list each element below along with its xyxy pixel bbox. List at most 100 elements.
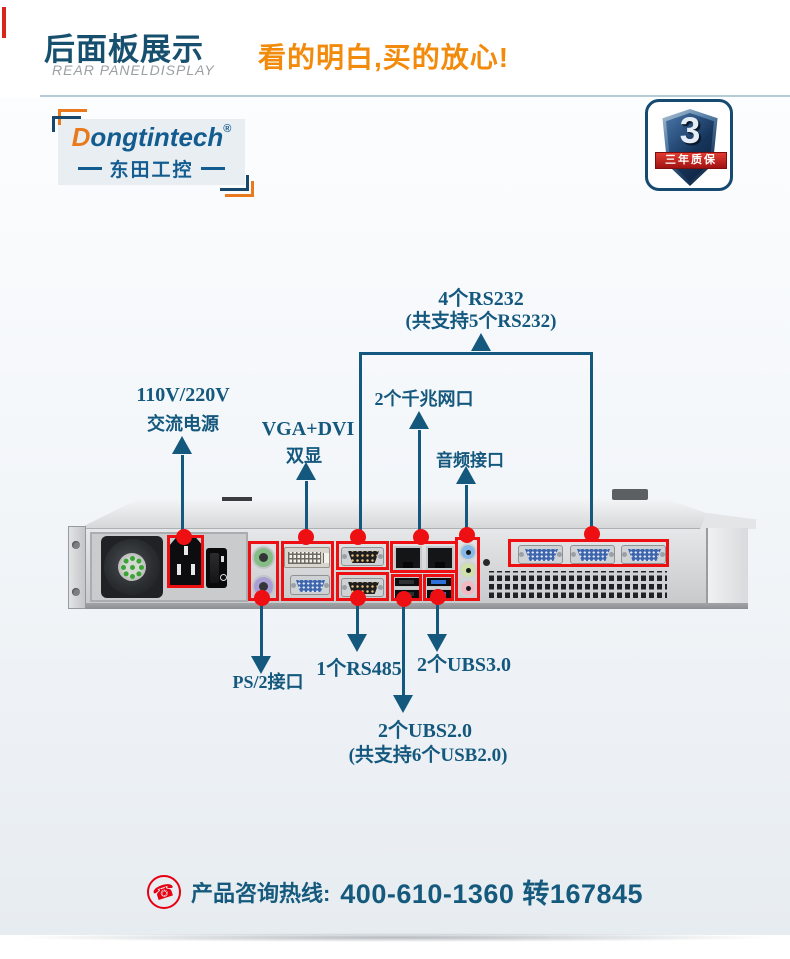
audio-line <box>465 485 468 536</box>
chassis-handle <box>612 489 648 500</box>
brand-chinese-text: 东田工控 <box>109 160 194 181</box>
callout-usb2-line2: (共支持6个USB2.0) <box>348 745 508 766</box>
warranty-ribbon: 三年质保 <box>655 152 727 169</box>
highlight-dot-rs485 <box>350 590 366 606</box>
callout-rs232-line2: (共支持5个RS232) <box>405 311 557 332</box>
audio-jack-lineout <box>459 561 477 579</box>
rs232-port-c <box>621 545 666 564</box>
usb2-line <box>402 604 405 696</box>
serial-insert <box>628 549 661 561</box>
audio-jack-mic <box>459 579 477 597</box>
screw <box>72 588 80 596</box>
callout-lan: 2个千兆网口 <box>374 389 474 409</box>
arrow-up-icon <box>172 436 192 454</box>
bracket-line <box>359 352 593 355</box>
highlight-dot-ps2 <box>254 590 270 606</box>
page-title: 后面板展示 <box>44 32 204 67</box>
screw <box>291 582 296 588</box>
corner-accent-bar <box>2 7 6 38</box>
ps2-pinhole <box>259 582 268 591</box>
jack-hole <box>465 567 471 573</box>
display-line <box>305 481 308 538</box>
chassis-tab <box>222 497 252 501</box>
callout-rs485: 1个RS485 <box>316 658 402 680</box>
screw <box>622 552 627 557</box>
warranty-years: 3 <box>679 110 701 151</box>
bracket-line-right <box>590 352 593 534</box>
highlight-dot-audio <box>459 527 475 543</box>
highlight-dot-display <box>298 529 314 545</box>
serial-insert <box>577 549 610 561</box>
vent-grid <box>489 571 667 598</box>
brand-initial: D <box>71 122 91 152</box>
chassis-top <box>80 497 748 528</box>
header-divider <box>40 95 790 97</box>
lan-port-1 <box>394 546 422 570</box>
rj45-notch <box>435 562 445 568</box>
callout-display-line2: 双显 <box>286 446 322 466</box>
highlight-dot-serial-group <box>584 526 600 542</box>
ac-pin <box>191 564 195 575</box>
callout-power-line2: 交流电源 <box>147 414 219 434</box>
ac-pin <box>184 546 188 555</box>
panel-hole <box>483 559 490 566</box>
brand-wordmark: Dongtintech® <box>58 122 245 153</box>
psu-fan <box>101 536 163 598</box>
rs232-insert <box>348 551 379 563</box>
arrow-down-icon <box>347 634 367 652</box>
vga-port <box>290 575 330 595</box>
bracket-icon <box>220 175 249 191</box>
rj45-notch <box>403 562 413 568</box>
ac-power-inlet <box>170 538 202 586</box>
arrow-down-icon <box>427 634 447 652</box>
warranty-badge: 3 三年质保 <box>645 99 733 191</box>
callout-usb3: 2个UBS3.0 <box>417 654 511 676</box>
ps2-keyboard-port <box>252 546 275 569</box>
ac-pin <box>177 564 181 575</box>
screw <box>557 552 562 557</box>
arrow-up-icon <box>471 333 491 351</box>
serial-insert <box>525 549 558 561</box>
callout-audio: 音频接口 <box>436 451 504 470</box>
panel-edge <box>706 528 708 603</box>
highlight-dot-rs232 <box>350 529 366 545</box>
screw <box>378 585 383 590</box>
screw <box>519 552 524 557</box>
screw <box>660 552 665 557</box>
power-line <box>181 455 184 540</box>
fan-green-dots <box>129 564 135 570</box>
rs232-port-b <box>570 545 615 564</box>
callout-ps2: PS/2接口 <box>232 672 304 692</box>
chassis-bottom-edge <box>78 603 748 609</box>
screw <box>342 554 347 559</box>
screw <box>342 585 347 590</box>
dvi-port <box>284 547 330 568</box>
lan-port-2 <box>426 546 454 570</box>
highlight-dot-usb2 <box>396 591 412 607</box>
arrow-down-icon <box>393 695 413 713</box>
brand-chinese: 东田工控 <box>58 155 245 182</box>
lan-line <box>418 430 421 538</box>
arrow-down-icon <box>251 656 271 674</box>
hotline-bar: ☎ 产品咨询热线: 400-610-1360 转167845 <box>0 872 790 911</box>
screw <box>378 554 383 559</box>
usb3-line <box>436 602 439 635</box>
arrow-up-icon <box>296 462 316 480</box>
dash-decor <box>78 167 103 170</box>
callout-display-line1: VGA+DVI <box>261 418 355 440</box>
ps2-line <box>260 604 263 657</box>
highlight-dot-usb3 <box>430 589 446 605</box>
highlight-dot-lan <box>413 529 429 545</box>
rs232-port-a <box>518 545 563 564</box>
dash-decor <box>200 167 225 170</box>
slogan-text: 看的明白,买的放心! <box>258 42 510 73</box>
dvi-analog-block <box>323 553 329 563</box>
arrow-up-icon <box>409 411 429 429</box>
callout-power-line1: 110V/220V <box>136 384 230 406</box>
highlight-dot-power <box>176 529 192 545</box>
phone-glyph: ☎ <box>150 878 178 905</box>
arrow-up-icon <box>456 466 476 484</box>
